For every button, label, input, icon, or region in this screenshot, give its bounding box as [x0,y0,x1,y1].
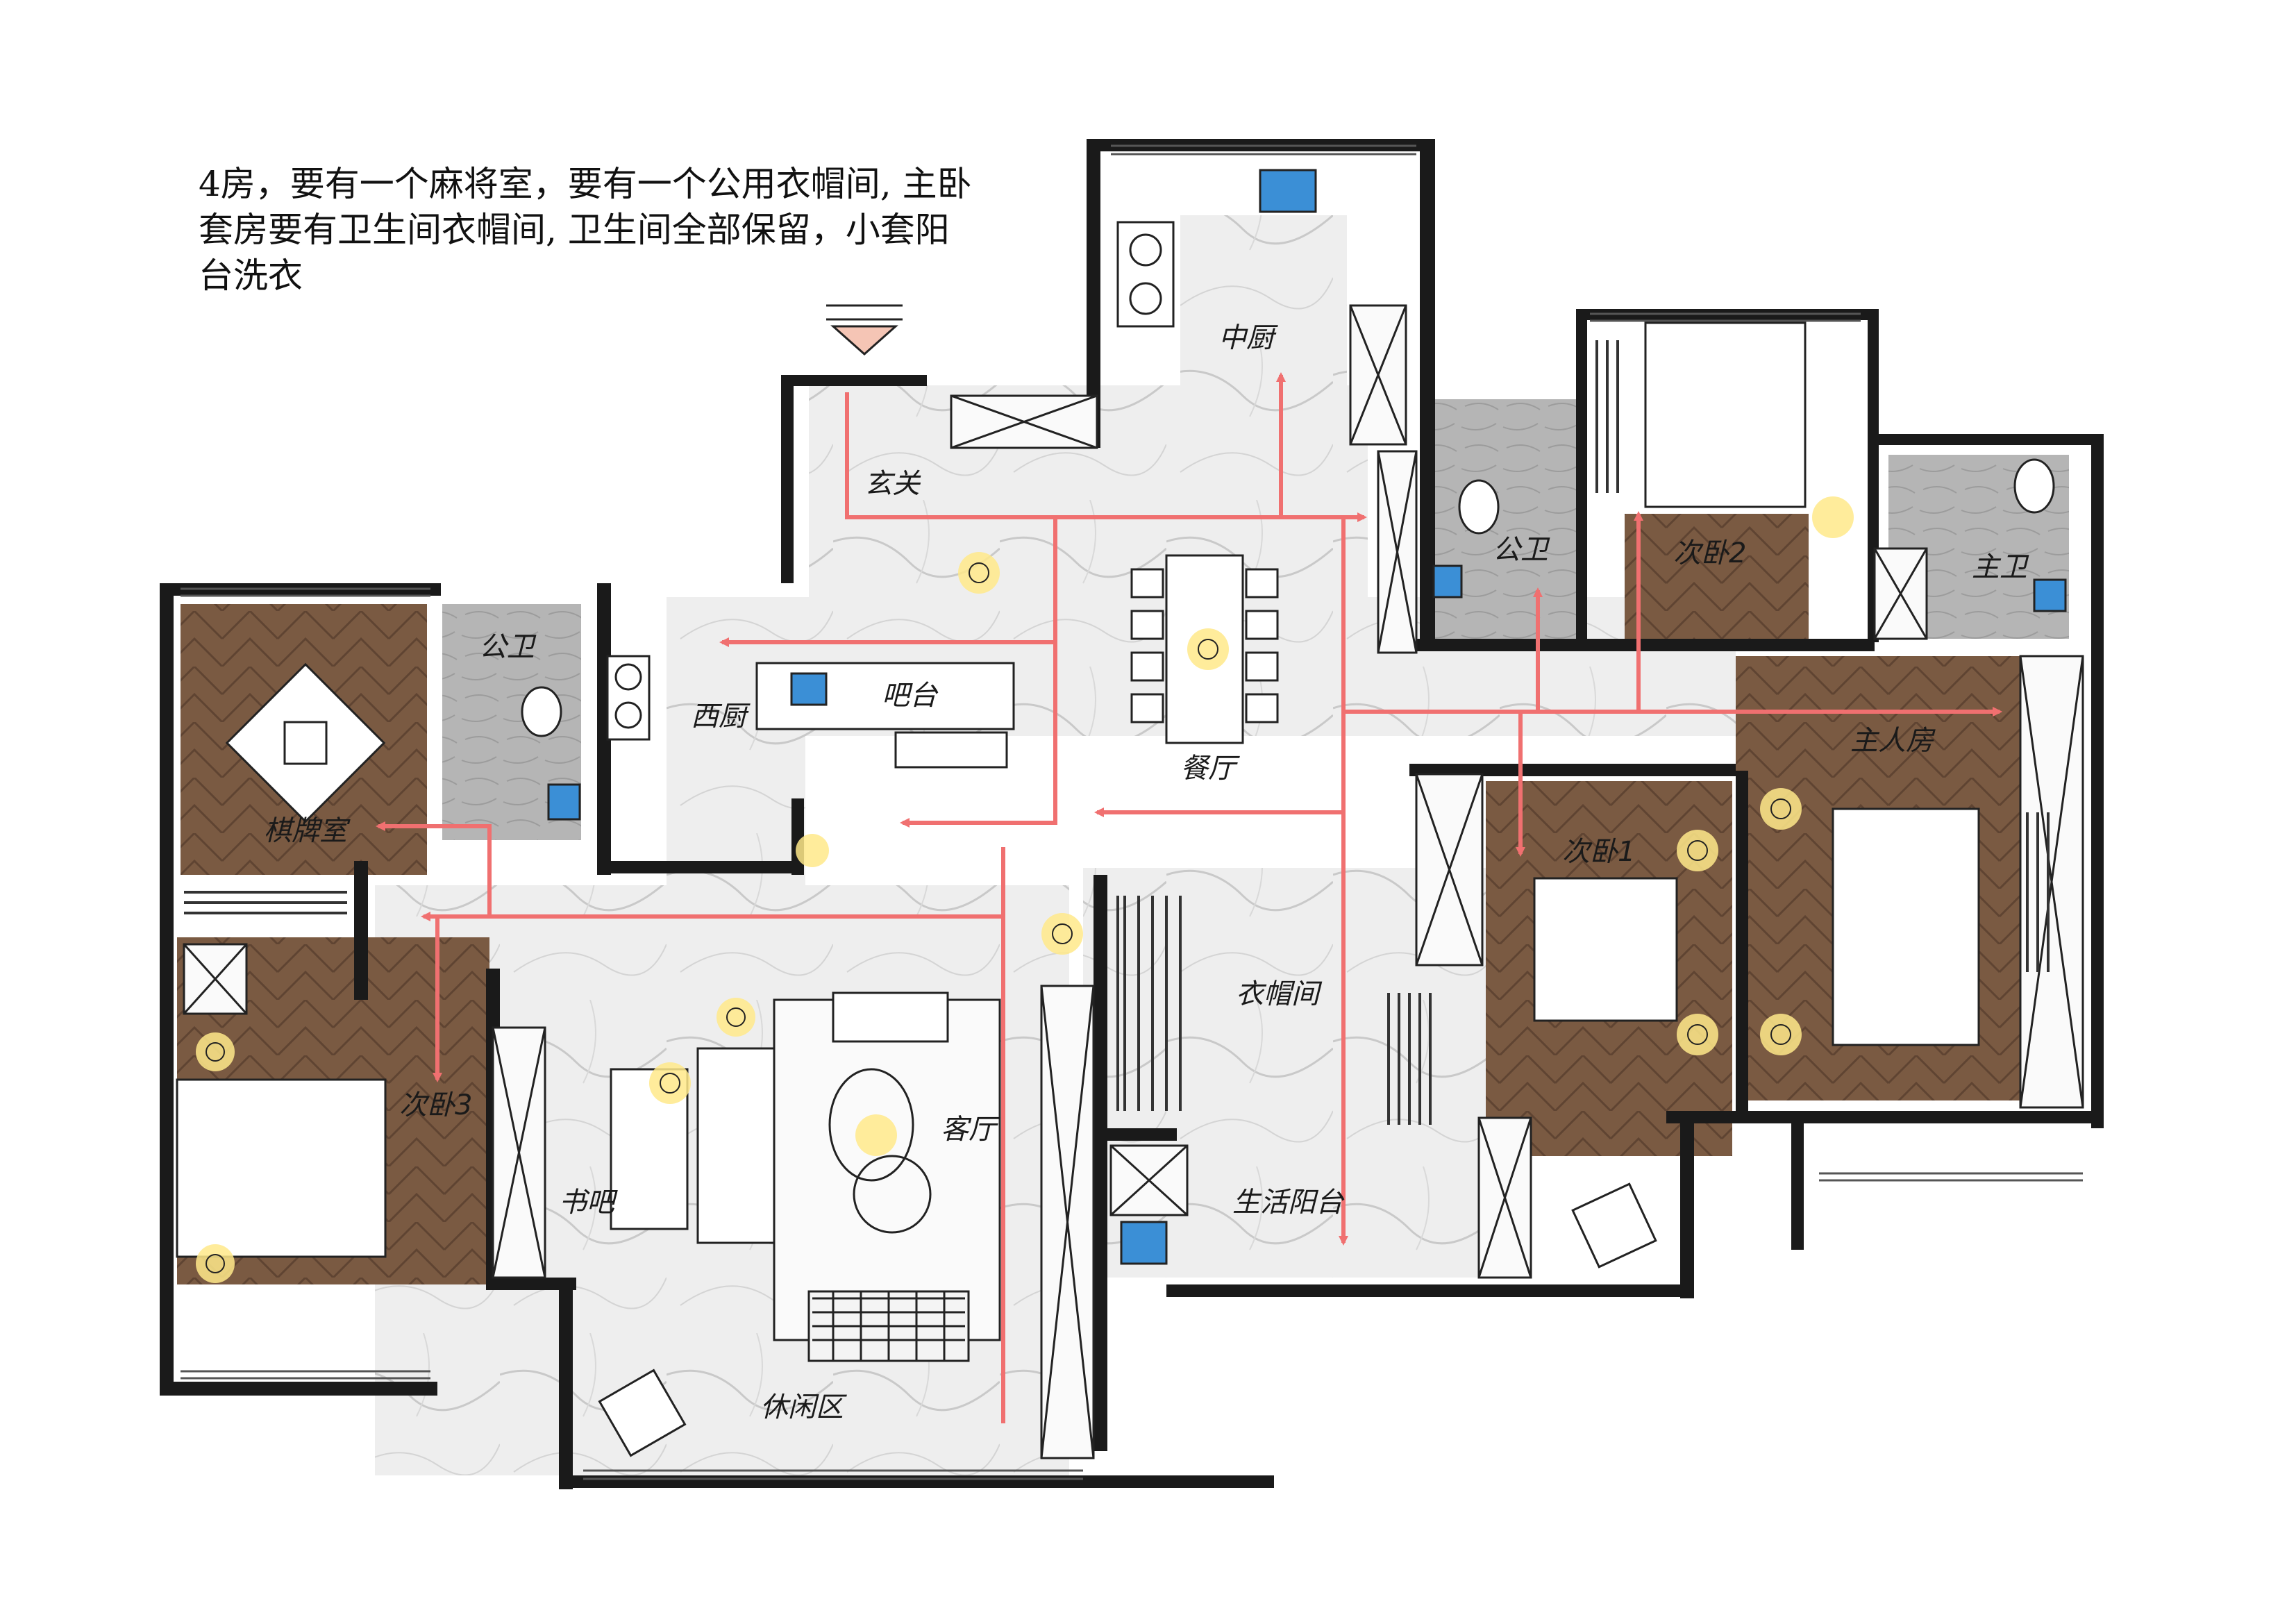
walls [160,139,2104,1489]
label-public-bath-right: 公卫 [1493,534,1550,566]
bed-1 [1533,877,1678,1022]
label-bedroom3: 次卧3 [399,1089,472,1121]
label-dining: 餐厅 [1180,753,1240,785]
bed-2 [1644,321,1807,508]
label-public-bath-left: 公卫 [479,631,537,663]
windows [181,144,2083,1480]
wardrobe-racks [184,340,2050,1125]
sofa [696,1047,776,1244]
label-western-kitchen: 西厨 [691,701,751,733]
furniture [176,221,2055,1457]
light-icon [1760,1014,1802,1055]
light-icon [196,1032,235,1071]
light-icon [196,1244,235,1283]
light-icon [958,552,1000,594]
light-icon [1187,628,1229,670]
label-wardrobe: 衣帽间 [1236,978,1323,1010]
light-icon [717,998,755,1037]
label-mahjong: 棋牌室 [264,815,351,847]
label-bedroom1: 次卧1 [1562,836,1635,868]
label-balcony: 生活阳台 [1232,1187,1345,1219]
label-master-bath: 主卫 [1972,551,2029,583]
label-leisure: 休闲区 [760,1391,847,1423]
bedroom2-floor [1625,514,1809,649]
public-bath-right-floor [1430,399,1586,646]
brief-line-3: 台洗衣 [199,256,303,296]
bed-3 [176,1078,387,1258]
label-bar: 吧台 [882,680,939,712]
living-rug [773,998,1001,1341]
cabinets [183,304,2084,1459]
brief-line-1: 4房，要有一个麻将室，要有一个公用衣帽间, 主卧 [199,164,972,204]
brief-line-2: 套房要有卫生间衣帽间, 卫生间全部保留，小套阳 [199,210,950,250]
light-icon [1677,830,1718,871]
label-kitchen: 中厨 [1218,322,1278,354]
light-icon [649,1062,691,1104]
label-bedroom2: 次卧2 [1673,537,1746,569]
light-icon [1041,913,1083,955]
light-icon [1812,496,1854,538]
ceiling-lights [196,496,1854,1283]
light-icon [796,834,829,867]
label-study-bar: 书吧 [559,1187,618,1219]
light-icon [1677,1014,1718,1055]
label-master-bedroom: 主人房 [1850,725,1936,757]
light-icon [1760,788,1802,830]
toilet [1458,479,1500,535]
design-brief: 4房，要有一个麻将室，要有一个公用衣帽间, 主卧 套房要有卫生间衣帽间, 卫生间… [199,161,1032,299]
bed-master [1832,807,1980,1046]
sinks [547,169,2067,1265]
circulation-arrows [376,372,2002,1423]
label-entry: 玄关 [864,468,921,500]
light-icon [855,1114,897,1156]
room-labels: 中厨 玄关 餐厅 西厨 吧台 棋牌室 公卫 公卫 次卧2 主卫 主人房 次卧1 … [264,322,2029,1423]
label-living: 客厅 [941,1114,1000,1146]
